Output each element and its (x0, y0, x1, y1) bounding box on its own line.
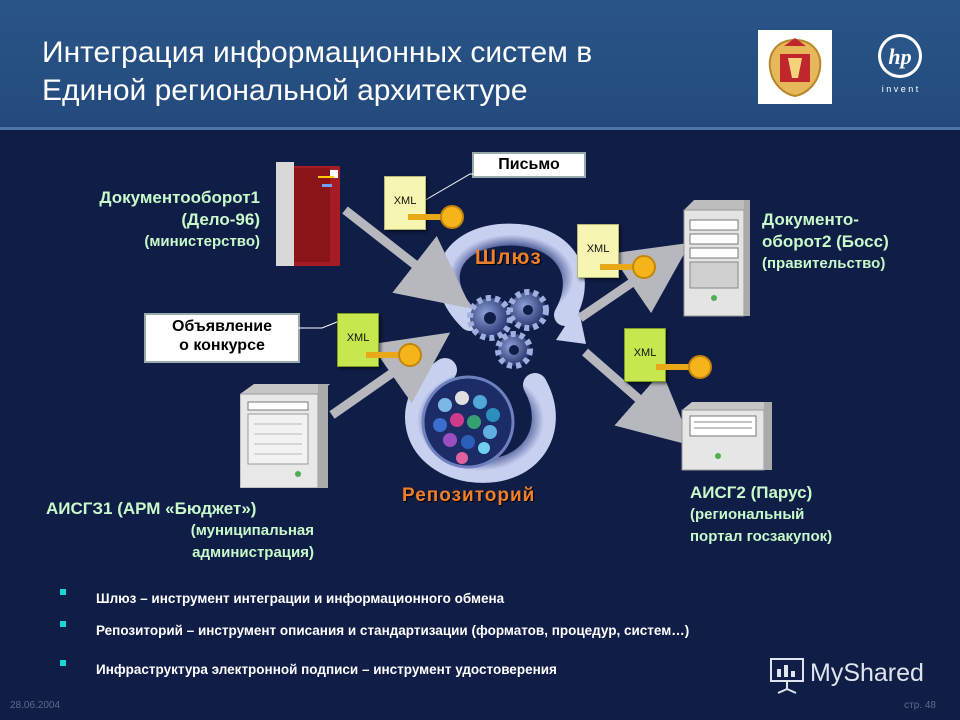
bullet-marker (60, 589, 66, 595)
diagram-canvas (329, 206, 693, 483)
key-icon (656, 355, 712, 379)
xml-label: XML (346, 332, 370, 344)
label-aisgz1-line1: АИСГЗ1 (АРМ «Бюджет») (46, 499, 257, 518)
letter-box: Письмо (472, 152, 586, 178)
label-aisgz1: АИСГЗ1 (АРМ «Бюджет») (муниципальная адм… (30, 498, 314, 564)
announcement-line1: Объявление (172, 318, 272, 335)
connector-line (421, 173, 488, 203)
server-tower-icon (683, 200, 750, 317)
title-line-2: Единой региональной архитектуре (42, 74, 528, 107)
hp-logo-text: hp (888, 44, 911, 69)
arrow-gateway-to-aisg2 (582, 348, 693, 446)
gateway-label: Шлюз (475, 246, 542, 269)
label-aisgz1-line3: администрация) (192, 544, 314, 561)
server-tower-icon (276, 162, 340, 266)
label-aisgz1-line2: (муниципальная (190, 522, 314, 539)
watermark-text: MyShared (810, 659, 924, 687)
key-icon (408, 205, 464, 229)
bullet-item: Шлюз – инструмент интеграции и информаци… (96, 591, 505, 606)
announcement-line2: о конкурсе (179, 337, 265, 354)
server-tower-icon (240, 384, 330, 488)
watermark: MyShared (768, 655, 948, 695)
server-desktop-icon (681, 402, 772, 471)
slide-title: Интеграция информационных систем в Едино… (42, 34, 722, 110)
key-icon (600, 255, 656, 279)
xml-label: XML (586, 243, 610, 255)
xml-document-icon: XML (384, 176, 426, 230)
bullet-item: Инфраструктура электронной подписи – инс… (96, 662, 557, 677)
label-aisg2: АИСГ2 (Парус) (региональный портал госза… (690, 482, 920, 548)
label-doc1-line1: Документооборот1 (99, 188, 260, 207)
label-doc2: Документо- оборот2 (Босс) (правительство… (762, 209, 952, 275)
xml-label: XML (393, 195, 417, 207)
bullet-marker (60, 621, 66, 627)
label-doc1-line3: (министерство) (144, 233, 260, 250)
label-aisg2-line3: портал госзакупок) (690, 528, 833, 545)
repository-label: Репозиторий (402, 485, 536, 506)
label-aisg2-line2: (региональный (690, 506, 805, 523)
footer-date: 28.06.2004 (10, 700, 61, 711)
label-doc2-line2: оборот2 (Босс) (762, 232, 889, 251)
label-doc1-line2: (Дело-96) (181, 210, 260, 229)
label-doc1: Документооборот1 (Дело-96) (министерство… (40, 187, 260, 253)
label-doc2-line3: (правительство) (762, 255, 886, 272)
announcement-box: Объявление о конкурсе (144, 313, 300, 363)
key-icon (366, 343, 422, 367)
bullet-marker (60, 660, 66, 666)
header-bar: Интеграция информационных систем в Едино… (0, 0, 960, 130)
title-line-1: Интеграция информационных систем в (42, 36, 593, 69)
label-aisg2-line1: АИСГ2 (Парус) (690, 483, 813, 502)
hp-logo: hp i n v e n t (878, 34, 922, 94)
coat-of-arms-logo (758, 30, 832, 104)
arrow-doc1-to-gateway (342, 206, 472, 309)
xml-document-icon: XML (624, 328, 666, 382)
gear-icon (507, 289, 549, 331)
label-doc2-line1: Документо- (762, 210, 859, 229)
gear-icon (467, 295, 513, 341)
connector-line (296, 319, 343, 329)
footer-page-number: стр. 48 (904, 700, 936, 711)
repository-sphere (421, 375, 515, 469)
bullet-item: Репозиторий – инструмент описания и стан… (96, 623, 690, 638)
presentation-icon (770, 658, 804, 694)
hp-tagline: i n v e n t (882, 84, 919, 94)
xml-label: XML (633, 347, 657, 359)
gear-icon (495, 331, 533, 369)
